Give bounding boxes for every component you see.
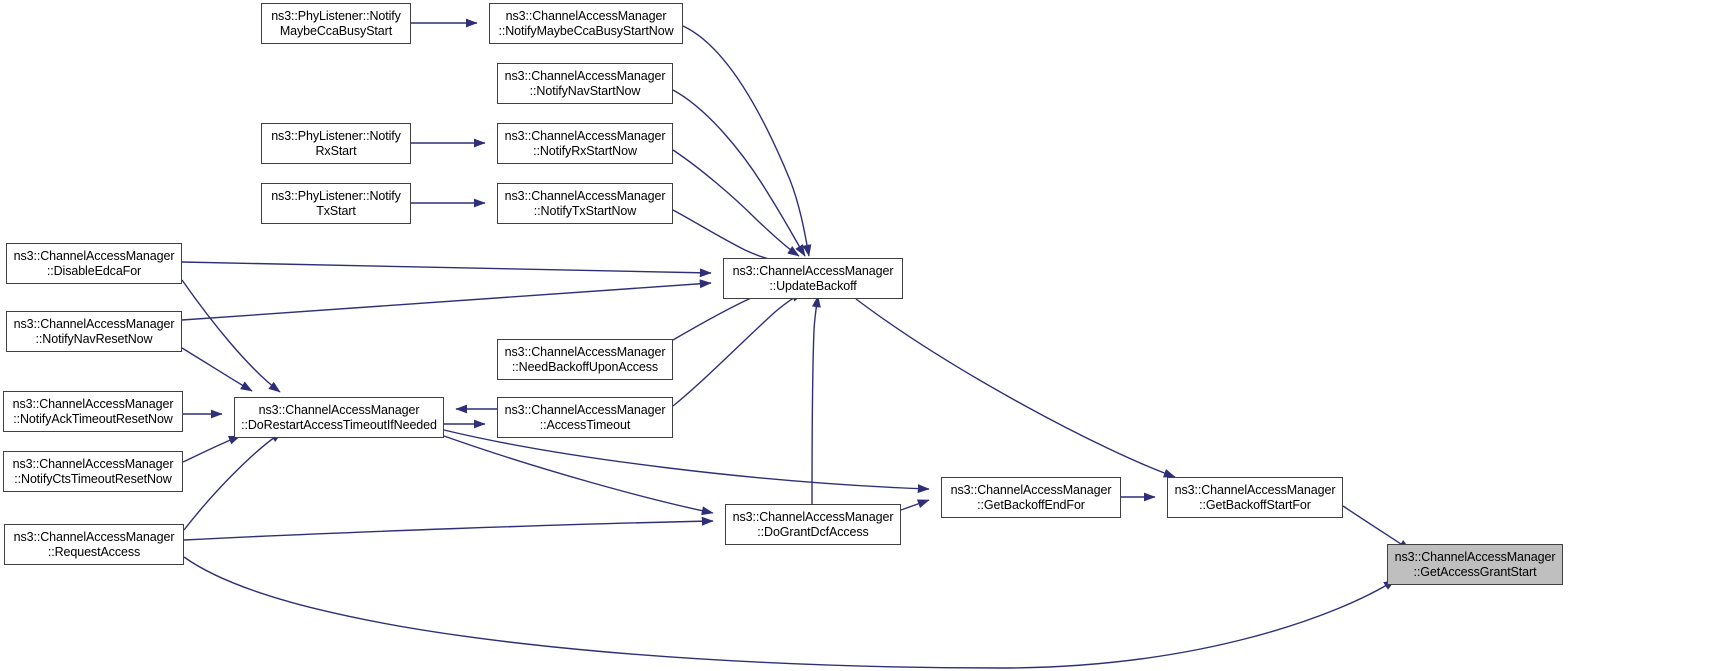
graph-edge-cam_dograntdcfaccess-to-cam_updatebackoff	[811, 295, 821, 505]
graph-node-label: ns3::ChannelAccessManager ::NeedBackoffU…	[504, 344, 666, 374]
graph-node-cam_notifyacktimeoutresetnow[interactable]: ns3::ChannelAccessManager ::NotifyAckTim…	[3, 391, 183, 432]
graph-node-label: ns3::ChannelAccessManager ::AccessTimeou…	[504, 402, 666, 432]
graph-edge-cam_notifymaybeccabusystartnow-to-cam_updatebackoff	[682, 25, 812, 257]
graph-node-cam_disableedcafor[interactable]: ns3::ChannelAccessManager ::DisableEdcaF…	[6, 243, 182, 284]
graph-edge-cam_notifyctstimeoutresetnow-to-cam_dorestartaccesstimeoutifneeded	[182, 435, 241, 463]
graph-node-label: ns3::PhyListener::Notify TxStart	[271, 188, 401, 218]
graph-node-label: ns3::ChannelAccessManager ::NotifyTxStar…	[504, 188, 666, 218]
graph-node-cam_notifynavresetnow[interactable]: ns3::ChannelAccessManager ::NotifyNavRes…	[6, 311, 182, 352]
graph-node-label: ns3::ChannelAccessManager ::DoRestartAcc…	[241, 402, 437, 432]
graph-node-cam_accesstimeout[interactable]: ns3::ChannelAccessManager ::AccessTimeou…	[497, 397, 673, 438]
graph-edge-cam_notifynavresetnow-to-cam_updatebackoff	[181, 279, 712, 321]
graph-node-label: ns3::ChannelAccessManager ::UpdateBackof…	[732, 263, 894, 293]
graph-edge-cam_requestaccess-to-cam_getaccessgrantstart	[183, 556, 1396, 669]
graph-node-cam_updatebackoff[interactable]: ns3::ChannelAccessManager ::UpdateBackof…	[723, 258, 903, 299]
graph-node-cam_dorestartaccesstimeoutifneeded[interactable]: ns3::ChannelAccessManager ::DoRestartAcc…	[234, 397, 444, 438]
graph-node-cam_notifynavstartnow[interactable]: ns3::ChannelAccessManager ::NotifyNavSta…	[497, 63, 673, 104]
graph-node-label: ns3::ChannelAccessManager ::DisableEdcaF…	[13, 248, 175, 278]
graph-node-label: ns3::ChannelAccessManager ::NotifyNavRes…	[13, 316, 175, 346]
graph-edge-cam_notifytxstartnow-to-cam_updatebackoff	[672, 209, 790, 267]
graph-node-phy_txstart[interactable]: ns3::PhyListener::Notify TxStart	[261, 183, 411, 224]
graph-edge-cam_dorestartaccesstimeoutifneeded-to-cam_getbackoffendfor	[443, 429, 930, 494]
graph-node-label: ns3::ChannelAccessManager ::NotifyRxStar…	[504, 128, 666, 158]
graph-node-label: ns3::ChannelAccessManager ::NotifyNavSta…	[504, 68, 666, 98]
graph-edge-cam_notifyrxstartnow-to-cam_updatebackoff	[672, 149, 800, 257]
graph-node-label: ns3::PhyListener::Notify RxStart	[271, 128, 401, 158]
graph-node-label: ns3::ChannelAccessManager ::DoGrantDcfAc…	[732, 509, 894, 539]
graph-edge-cam_dorestartaccesstimeoutifneeded-to-cam_dograntdcfaccess	[443, 435, 714, 516]
graph-node-label: ns3::ChannelAccessManager ::NotifyCtsTim…	[12, 456, 174, 486]
graph-edge-cam_accesstimeout-to-cam_updatebackoff	[672, 292, 804, 407]
graph-node-phy_maybeccabusy[interactable]: ns3::PhyListener::Notify MaybeCcaBusySta…	[261, 3, 411, 44]
graph-node-label: ns3::ChannelAccessManager ::RequestAcces…	[13, 529, 175, 559]
graph-node-cam_notifytxstartnow[interactable]: ns3::ChannelAccessManager ::NotifyTxStar…	[497, 183, 673, 224]
graph-node-label: ns3::ChannelAccessManager ::GetBackoffSt…	[1174, 482, 1336, 512]
graph-edge-cam_notifynavstartnow-to-cam_updatebackoff	[672, 89, 806, 257]
edges-group	[181, 18, 1411, 669]
graph-node-label: ns3::ChannelAccessManager ::GetAccessGra…	[1394, 549, 1556, 579]
graph-node-label: ns3::ChannelAccessManager ::NotifyMaybeC…	[498, 8, 674, 38]
graph-node-cam_dograntdcfaccess[interactable]: ns3::ChannelAccessManager ::DoGrantDcfAc…	[725, 504, 901, 545]
graph-node-label: ns3::ChannelAccessManager ::GetBackoffEn…	[950, 482, 1112, 512]
graph-edge-cam_disableedcafor-to-cam_dorestartaccesstimeoutifneeded	[181, 279, 281, 393]
graph-node-cam_needbackoffuponaccess[interactable]: ns3::ChannelAccessManager ::NeedBackoffU…	[497, 339, 673, 380]
graph-edge-cam_dograntdcfaccess-to-cam_getbackoffendfor	[900, 499, 930, 511]
graph-node-phy_rxstart[interactable]: ns3::PhyListener::Notify RxStart	[261, 123, 411, 164]
graph-node-cam_notifyctstimeoutresetnow[interactable]: ns3::ChannelAccessManager ::NotifyCtsTim…	[3, 451, 183, 492]
graph-edge-cam_requestaccess-to-cam_dograntdcfaccess	[183, 516, 714, 541]
graph-node-label: ns3::PhyListener::Notify MaybeCcaBusySta…	[271, 8, 401, 38]
graph-node-cam_getbackoffstartfor[interactable]: ns3::ChannelAccessManager ::GetBackoffSt…	[1167, 477, 1343, 518]
graph-edge-cam_disableedcafor-to-cam_updatebackoff	[181, 261, 712, 278]
graph-node-cam_notifymaybeccabusystartnow[interactable]: ns3::ChannelAccessManager ::NotifyMaybeC…	[489, 3, 683, 44]
graph-edge-cam_requestaccess-to-cam_dorestartaccesstimeoutifneeded	[183, 431, 283, 531]
graph-node-cam_notifyrxstartnow[interactable]: ns3::ChannelAccessManager ::NotifyRxStar…	[497, 123, 673, 164]
graph-node-cam_getbackoffendfor[interactable]: ns3::ChannelAccessManager ::GetBackoffEn…	[941, 477, 1121, 518]
graph-edge-cam_notifynavresetnow-to-cam_dorestartaccesstimeoutifneeded	[181, 347, 253, 392]
graph-node-label: ns3::ChannelAccessManager ::NotifyAckTim…	[12, 396, 174, 426]
graph-node-cam_requestaccess[interactable]: ns3::ChannelAccessManager ::RequestAcces…	[4, 524, 184, 565]
graph-edge-cam_updatebackoff-to-cam_getbackoffstartfor	[855, 298, 1176, 478]
graph-node-cam_getaccessgrantstart[interactable]: ns3::ChannelAccessManager ::GetAccessGra…	[1387, 544, 1563, 585]
